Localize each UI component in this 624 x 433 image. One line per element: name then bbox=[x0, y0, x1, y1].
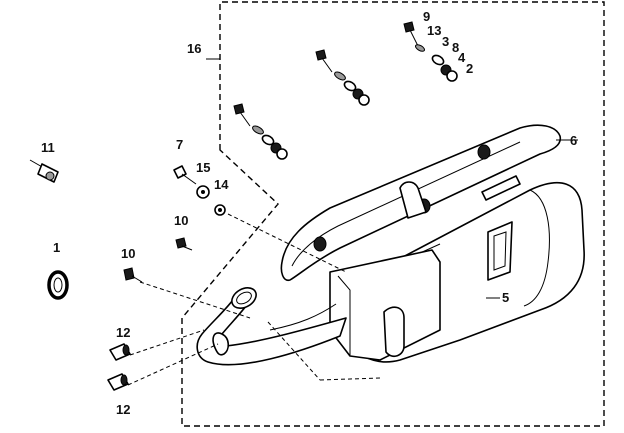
assembly-boundary-16 bbox=[181, 1, 605, 427]
exhaust-pipe[interactable] bbox=[196, 284, 347, 366]
callout-11: 11 bbox=[41, 140, 55, 155]
bolt-10-upper[interactable] bbox=[175, 237, 193, 251]
callout-10b: 10 bbox=[121, 246, 135, 261]
callout-9: 9 bbox=[423, 9, 430, 24]
bolt-7-assembly[interactable] bbox=[173, 165, 226, 216]
callout-12a: 12 bbox=[116, 325, 130, 340]
callout-labels: 1 2 3 4 5 6 7 8 9 10 10 11 12 12 13 14 1… bbox=[41, 9, 577, 417]
gasket-1[interactable] bbox=[47, 270, 69, 300]
nut-12-lower[interactable] bbox=[107, 373, 129, 391]
callout-6: 6 bbox=[570, 133, 577, 148]
heat-guard[interactable] bbox=[280, 124, 562, 282]
callout-12b: 12 bbox=[116, 402, 130, 417]
callout-1: 1 bbox=[53, 240, 60, 255]
sensor-11[interactable] bbox=[29, 159, 59, 183]
callout-5: 5 bbox=[502, 290, 509, 305]
callout-2: 2 bbox=[466, 61, 473, 76]
callout-15: 15 bbox=[196, 160, 210, 175]
muffler-body[interactable] bbox=[329, 182, 585, 363]
callout-7: 7 bbox=[176, 137, 183, 152]
bolt-stack-upper[interactable] bbox=[315, 49, 370, 106]
callout-4: 4 bbox=[458, 50, 466, 65]
bolt-10-lower[interactable] bbox=[123, 267, 143, 283]
callout-13: 13 bbox=[427, 23, 441, 38]
callout-3: 3 bbox=[442, 34, 449, 49]
nut-12-upper[interactable] bbox=[109, 343, 131, 361]
callout-14: 14 bbox=[214, 177, 229, 192]
callout-16: 16 bbox=[187, 41, 201, 56]
bolt-stack-mid[interactable] bbox=[233, 103, 288, 160]
callout-10a: 10 bbox=[174, 213, 188, 228]
bolt-stack-rear[interactable] bbox=[403, 21, 458, 82]
callout-8: 8 bbox=[452, 40, 459, 55]
leader-lines bbox=[127, 58, 578, 386]
